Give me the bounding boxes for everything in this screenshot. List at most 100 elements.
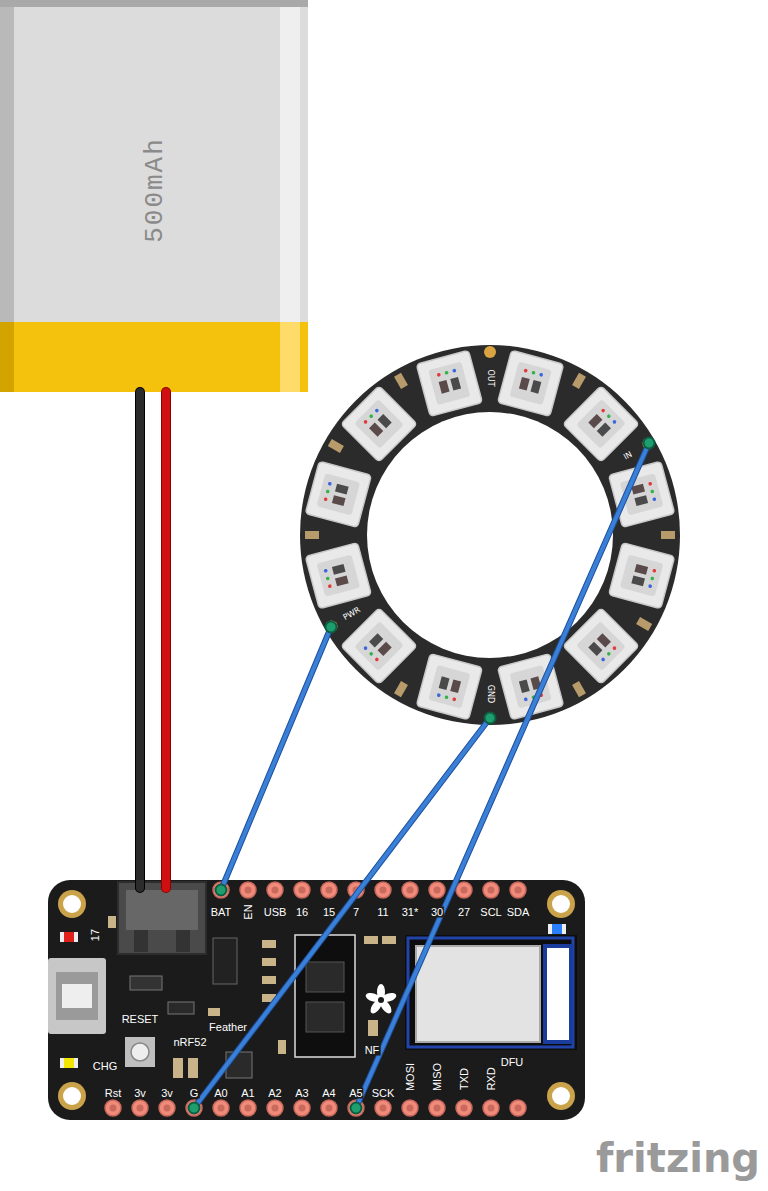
header-pin xyxy=(375,882,391,898)
pin-label: 30 xyxy=(430,907,444,918)
battery-tape xyxy=(0,322,308,392)
pin-label: RESET xyxy=(121,1014,160,1025)
header-pin xyxy=(456,1100,472,1116)
pin-label: nRF52 xyxy=(172,1037,207,1048)
pin-label: EN xyxy=(243,903,254,920)
regulator-module xyxy=(295,935,355,1057)
pin-label: RXD xyxy=(486,1066,497,1091)
ring-capacitor xyxy=(572,681,586,697)
pin-label: 15 xyxy=(322,907,336,918)
header-pin xyxy=(159,1100,175,1116)
header-pin xyxy=(429,882,445,898)
header-pin xyxy=(213,1100,229,1116)
pin-label: A3 xyxy=(294,1088,309,1099)
neopixel-led xyxy=(416,654,482,720)
battery-highlight xyxy=(280,0,300,322)
capacity-label: 500mAh xyxy=(142,136,168,244)
mounting-holes xyxy=(58,890,575,1110)
header-pin xyxy=(294,882,310,898)
pin-label: 16 xyxy=(295,907,309,918)
header-pin xyxy=(267,882,283,898)
neopixel-led xyxy=(563,386,639,462)
pin-label: A5 xyxy=(348,1088,363,1099)
ring-capacitor xyxy=(394,373,408,389)
neopixel-led xyxy=(416,350,482,416)
header-pin xyxy=(429,1100,445,1116)
jumper-wire xyxy=(351,438,655,1114)
pin-label: SDA xyxy=(506,907,531,918)
board-pcb xyxy=(48,880,585,1120)
ring-capacitor xyxy=(305,531,319,539)
header-pin xyxy=(510,882,526,898)
neopixel-led xyxy=(341,608,417,684)
neopixel-led xyxy=(341,386,417,462)
header-pin xyxy=(240,1100,256,1116)
pin-label: 27 xyxy=(457,907,471,918)
ring-capacitor xyxy=(394,681,408,697)
pin-label: SCL xyxy=(479,907,502,918)
battery-shade xyxy=(0,0,14,322)
header-pin xyxy=(321,882,337,898)
logo-flower xyxy=(365,984,398,1015)
pin-label: A4 xyxy=(321,1088,336,1099)
ring-pad xyxy=(484,346,496,358)
battery-tape-highlight xyxy=(280,322,300,392)
pin-label: 17 xyxy=(90,928,101,942)
feather-illustration xyxy=(48,880,585,1120)
pin-label: 31* xyxy=(401,907,420,918)
pin-label: MOSI xyxy=(405,1062,416,1092)
pin-label: BAT xyxy=(210,907,233,918)
neopixel-led xyxy=(498,350,564,416)
bluetooth-module xyxy=(405,935,577,1050)
smd-parts xyxy=(108,916,396,1078)
ring-illustration xyxy=(295,340,685,730)
pin-label: 7 xyxy=(352,907,360,918)
pad-label: IN xyxy=(622,450,635,462)
header-pin xyxy=(294,1100,310,1116)
pin-label: TXD xyxy=(459,1067,470,1091)
ring-capacitor xyxy=(636,617,652,631)
battery-cable xyxy=(140,392,166,888)
battery-pack: 500mAh xyxy=(0,0,308,392)
pin-label: A2 xyxy=(267,1088,282,1099)
header-pin xyxy=(483,1100,499,1116)
watermark: fritzing xyxy=(596,1138,760,1178)
header-pin xyxy=(132,1100,148,1116)
battery-top xyxy=(0,0,308,7)
header-pin xyxy=(267,1100,283,1116)
ring-capacitor xyxy=(572,373,586,389)
reset-button xyxy=(125,1037,155,1067)
jst-connector xyxy=(118,882,206,954)
jumper-wire xyxy=(216,622,337,896)
header-pin xyxy=(402,882,418,898)
pin-label: A0 xyxy=(213,1088,228,1099)
ring-pad xyxy=(326,621,338,633)
battery-tape-shade xyxy=(0,322,14,392)
neopixel-led xyxy=(305,543,371,609)
pin-label: USB xyxy=(263,907,288,918)
neopixel-led xyxy=(609,543,675,609)
pad-label: OUT xyxy=(486,368,494,387)
pin-label: 3v xyxy=(133,1088,147,1099)
header-pin xyxy=(510,1100,526,1116)
pin-label: Rst xyxy=(104,1088,123,1099)
pin-label: MISO xyxy=(432,1062,443,1092)
header-pin xyxy=(321,1100,337,1116)
header-pin xyxy=(213,882,229,898)
header-pin xyxy=(240,882,256,898)
ring-capacitor xyxy=(661,531,675,539)
pin-label: 3v xyxy=(160,1088,174,1099)
pin-label: A1 xyxy=(240,1088,255,1099)
battery-body xyxy=(0,0,308,322)
neopixel-led xyxy=(305,461,371,527)
ring-hole xyxy=(367,412,613,658)
pin-label: DFU xyxy=(500,1057,525,1068)
header-pin xyxy=(456,882,472,898)
ring-capacitor xyxy=(328,439,344,453)
ring-pad xyxy=(484,712,496,724)
pin-label: NF xyxy=(364,1045,381,1056)
header-pin xyxy=(483,882,499,898)
header-pin xyxy=(402,1100,418,1116)
